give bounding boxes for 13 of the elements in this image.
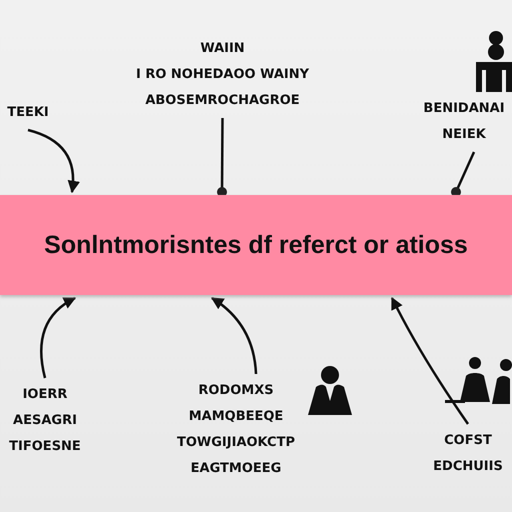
text-label: MAMQBEEQE TOWGIJIAOKCTP EAGTMOEEG xyxy=(176,408,296,478)
text-label: BENIDANAI NEIEK xyxy=(416,96,512,148)
curved-arrow xyxy=(40,296,76,378)
curved-arrow xyxy=(390,296,470,425)
text-label: I RO NOHEDAOO WAINY ABOSEMROCHAGROE xyxy=(134,66,310,110)
text-label: IOERR AESAGRI TIFOESNE xyxy=(2,382,88,460)
banner-band: Sonlntmorisntes df referct or atioss xyxy=(0,195,512,295)
heading: RODOMXS xyxy=(197,382,275,400)
curved-arrow xyxy=(28,128,80,194)
heading: WAIIN xyxy=(199,40,246,58)
text-label: TEEKI xyxy=(2,100,54,126)
curved-arrow xyxy=(210,296,258,374)
text-label: COFST EDCHUIIS xyxy=(424,428,512,480)
